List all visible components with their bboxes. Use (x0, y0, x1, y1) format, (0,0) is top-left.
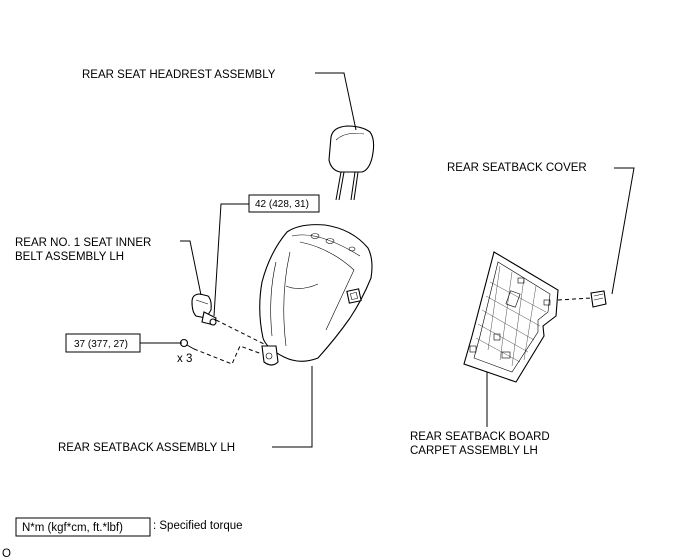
torque-box-belt (248, 194, 320, 213)
board-carpet-label-line1: REAR SEATBACK BOARD (410, 431, 550, 443)
legend-description: : Specified torque (153, 520, 243, 532)
headrest-part (328, 125, 375, 201)
seatback-cover-label: REAR SEATBACK COVER (447, 162, 587, 174)
legend-box-text: N*m (kgf*cm, ft.*lbf) (22, 522, 123, 534)
torque-box-seatback (65, 333, 141, 353)
torque-belt-value: 42 (428, 31) (255, 199, 309, 210)
corner-mark: O (2, 548, 11, 560)
torque-seatback-value: 37 (377, 27) (74, 339, 128, 350)
inner-belt-part (191, 293, 217, 326)
assembly-lines (193, 297, 592, 365)
seatback-cover-part (590, 290, 607, 308)
bolt-quantity: x 3 (177, 353, 192, 365)
bolt-part (179, 338, 195, 350)
board-carpet-part (463, 251, 559, 383)
inner-belt-label-line1: REAR NO. 1 SEAT INNER (15, 237, 151, 249)
seatback-assembly-label: REAR SEATBACK ASSEMBLY LH (58, 442, 235, 454)
legend-box (15, 517, 151, 537)
seatback-part (259, 224, 373, 366)
headrest-label: REAR SEAT HEADREST ASSEMBLY (82, 69, 276, 81)
inner-belt-label-line2: BELT ASSEMBLY LH (15, 251, 124, 263)
leader-lines (140, 72, 635, 448)
board-carpet-label-line2: CARPET ASSEMBLY LH (410, 445, 538, 457)
